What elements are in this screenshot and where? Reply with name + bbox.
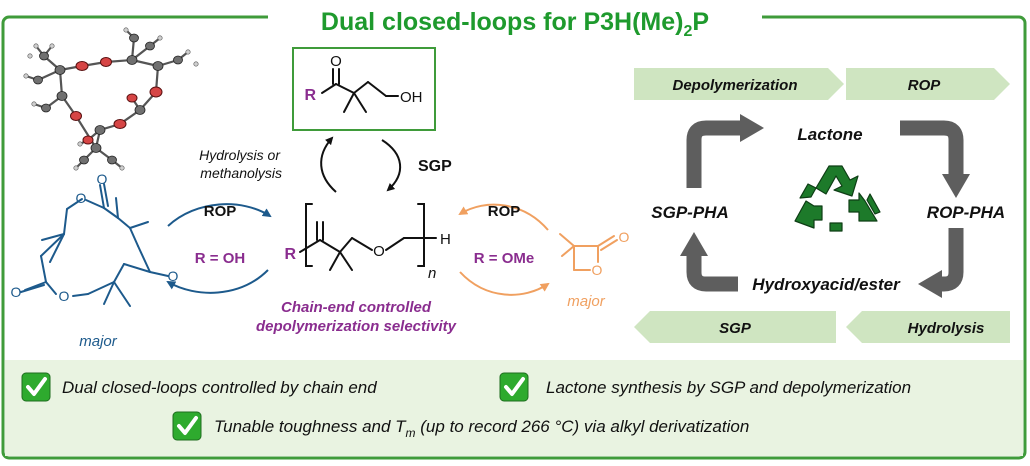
left-depolymerization-arrow [166, 269, 269, 294]
right-r-label: R = OMe [474, 250, 534, 267]
node-lactone: Lactone [797, 125, 862, 144]
hydrolysis-label-2: methanolysis [200, 165, 282, 181]
cycle-arrow-head-bottom [918, 270, 942, 298]
acid-oh-label: OH [400, 89, 423, 106]
left-major-label: major [79, 333, 118, 350]
sgp-arrow [381, 139, 402, 192]
left-r-label: R = OH [195, 250, 245, 267]
banner-depolymerization [634, 68, 844, 100]
banner-rop [846, 68, 1010, 100]
ring-o-5: O [168, 268, 179, 284]
check-icon-1 [21, 372, 51, 402]
cyclic-diester-structure [20, 183, 169, 307]
polymer-r-label: R [284, 246, 296, 263]
node-hydroxyacid-ester: Hydroxyacid/ester [752, 275, 901, 294]
banner-rop-text: ROP [908, 77, 942, 94]
hydroxyacid-structure [321, 68, 399, 113]
check-icon-2 [499, 372, 529, 402]
cycle-arrows [680, 114, 970, 298]
node-sgp-pha: SGP-PHA [651, 203, 728, 222]
ring-o-1: O [76, 190, 87, 206]
banner-sgp [634, 311, 836, 343]
lactone-carbonyl-o: O [619, 229, 630, 245]
polymer-h-label: H [440, 231, 451, 248]
acid-r-label: R [304, 87, 316, 104]
bottom-item-2: Lactone synthesis by SGP and depolymeriz… [546, 378, 911, 397]
right-rop-arrow [458, 203, 549, 231]
cycle-arrow-head-top [740, 114, 764, 142]
banner-hydrolysis-text: Hydrolysis [908, 320, 985, 337]
right-major-label: major [567, 293, 606, 310]
recycle-icon [794, 165, 881, 232]
hydrolysis-arrow [320, 136, 337, 193]
figure-title: Dual closed-loops for P3H(Me)2P [321, 8, 709, 40]
caption-line-1: Chain-end controlled [281, 299, 432, 316]
node-rop-pha: ROP-PHA [927, 203, 1005, 222]
title-mask [268, 4, 762, 34]
polymer-o-label: O [373, 243, 385, 260]
cycle-arrow-head-right [942, 174, 970, 198]
left-rop-label: ROP [204, 203, 237, 220]
banner-sgp-text: SGP [719, 320, 752, 337]
ring-o-3: O [11, 284, 22, 300]
ring-o-4: O [97, 171, 108, 187]
bottom-item-3: Tunable toughness and Tm (up to record 2… [214, 417, 749, 440]
hydrolysis-label-1: Hydrolysis or [199, 147, 281, 163]
lactone-ring-o: O [592, 262, 603, 278]
banner-depolymerization-text: Depolymerization [672, 77, 797, 94]
banner-hydrolysis [846, 311, 1010, 343]
check-icon-3 [172, 411, 202, 441]
ring-o-2: O [59, 288, 70, 304]
bottom-item-1: Dual closed-loops controlled by chain en… [62, 378, 377, 397]
cycle-arrow-head-left [680, 232, 708, 256]
polymer-structure [299, 203, 437, 271]
beta-lactone-structure [559, 233, 618, 271]
crystal-structure-image [23, 27, 199, 171]
right-rop-label: ROP [488, 203, 521, 220]
right-depolymerization-arrow [459, 271, 550, 296]
left-rop-arrow [167, 203, 272, 227]
polymer-n-label: n [428, 265, 436, 282]
sgp-arrow-label: SGP [418, 158, 452, 175]
caption-line-2: depolymerization selectivity [256, 318, 457, 335]
hydroxyacid-box [292, 47, 436, 131]
carbonyl-o-label: O [330, 53, 342, 70]
